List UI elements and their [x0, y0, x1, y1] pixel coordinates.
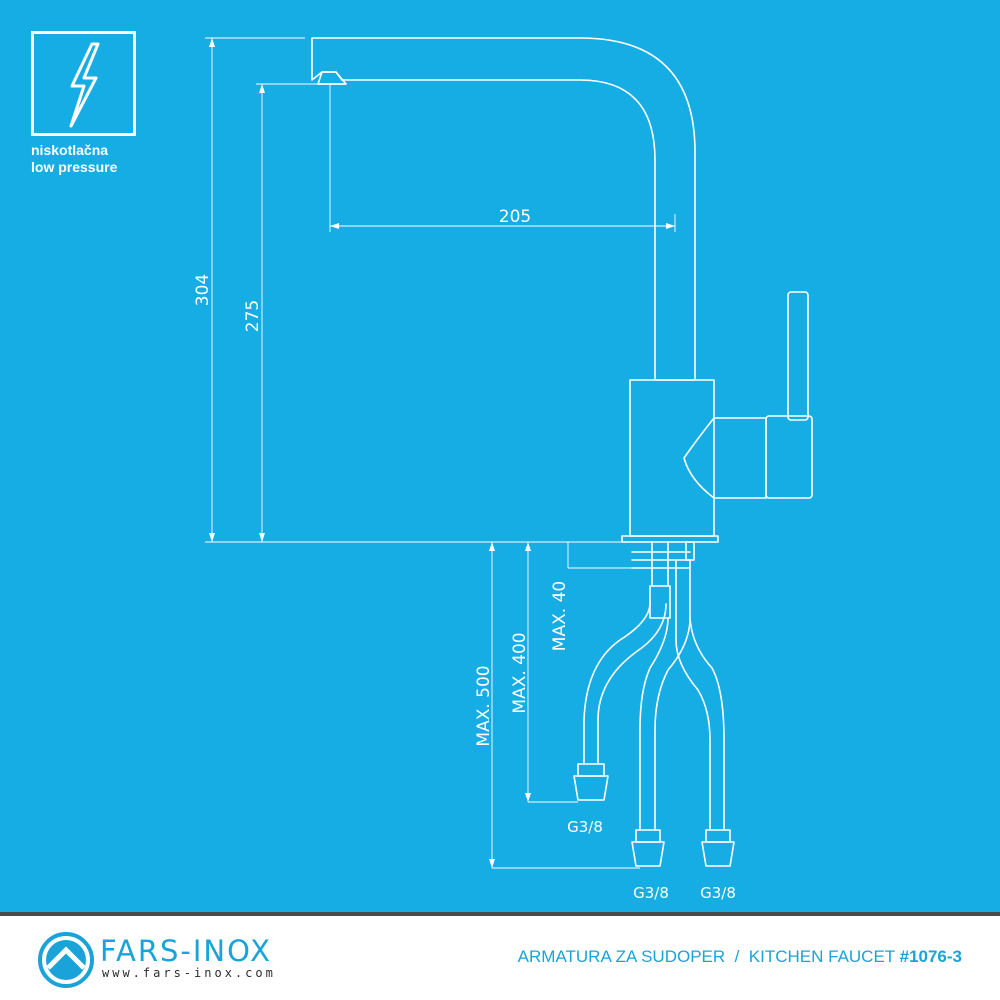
dimension-label-max-40: MAX. 40 — [550, 581, 570, 651]
brand-logo-icon — [38, 932, 94, 988]
brand-url-link[interactable]: www.fars-inox.com — [102, 966, 276, 980]
lightning-bolt-icon — [69, 42, 100, 128]
dimension-label-205: 205 — [499, 207, 531, 227]
handle-lever — [787, 291, 809, 421]
dimension-label-304: 304 — [193, 274, 213, 306]
base-plate — [621, 535, 719, 543]
low-pressure-label-en: low pressure — [31, 159, 118, 175]
handle-connector — [683, 417, 767, 499]
low-pressure-label-hr: niskotlačna — [31, 142, 109, 158]
footer-separator — [0, 912, 1000, 916]
low-pressure-label: niskotlačna low pressure — [31, 142, 117, 176]
dimension-label-max-500: MAX. 500 — [474, 665, 494, 746]
dimension-label-max-400: MAX. 400 — [510, 632, 530, 713]
hose-middle — [639, 559, 691, 831]
low-pressure-badge — [31, 31, 136, 136]
connection-label-middle: G3/8 — [633, 884, 669, 902]
product-title-text: ARMATURA ZA SUDOPER / KITCHEN FAUCET — [517, 947, 900, 966]
footer — [0, 916, 1000, 1000]
faucet-body — [629, 379, 715, 537]
technical-drawing-area: niskotlačna low pressure — [0, 0, 1000, 912]
faucet-drawing: 304 275 205 MAX. 500 MAX. 400 MAX. 40 G3… — [193, 37, 813, 902]
connection-label-left: G3/8 — [567, 818, 603, 836]
brand-name: FARS-INOX — [100, 934, 272, 968]
hose-right — [675, 559, 725, 831]
product-title: ARMATURA ZA SUDOPER / KITCHEN FAUCET #10… — [518, 947, 962, 967]
dimension-label-275: 275 — [243, 300, 263, 332]
handle-collar — [765, 415, 813, 499]
connection-label-right: G3/8 — [700, 884, 736, 902]
aerator — [317, 71, 347, 85]
product-code: #1076-3 — [899, 947, 962, 966]
hose-left — [583, 599, 667, 765]
